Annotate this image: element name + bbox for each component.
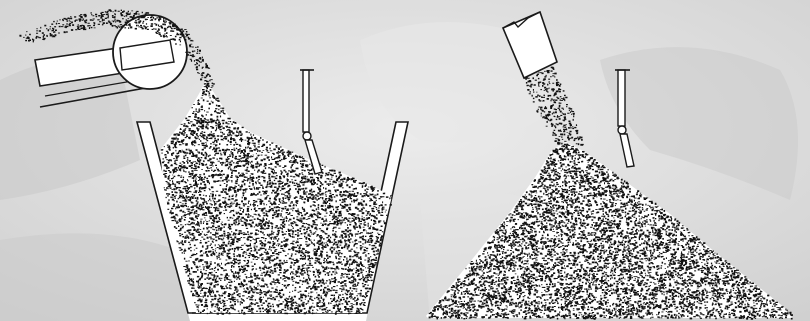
level-sensor-rod xyxy=(303,70,309,132)
level-sensor-rod xyxy=(618,70,625,126)
level-sensor-pivot xyxy=(618,126,626,134)
level-sensor-pivot xyxy=(303,132,311,140)
